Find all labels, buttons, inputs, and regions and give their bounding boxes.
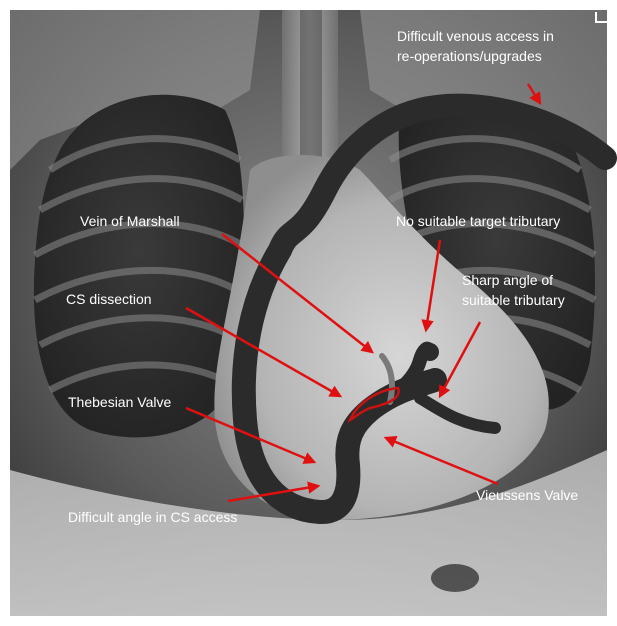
label-difficult-venous-access: Difficult venous access in re-operations…: [397, 26, 554, 66]
label-sharp-line2: suitable tributary: [462, 290, 565, 310]
label-sharp-line1: Sharp angle of: [462, 270, 565, 290]
label-vieussens-valve: Vieussens Valve: [476, 485, 578, 505]
label-vein-of-marshall: Vein of Marshall: [80, 211, 180, 231]
label-venous-line2: re-operations/upgrades: [397, 46, 554, 66]
label-difficult-cs-angle: Difficult angle in CS access: [68, 507, 237, 527]
label-no-suitable-target: No suitable target tributary: [396, 211, 560, 231]
label-cs-dissection: CS dissection: [66, 289, 152, 309]
label-sharp-angle: Sharp angle of suitable tributary: [462, 270, 565, 310]
label-thebesian-valve: Thebesian Valve: [68, 392, 171, 412]
label-venous-line1: Difficult venous access in: [397, 26, 554, 46]
